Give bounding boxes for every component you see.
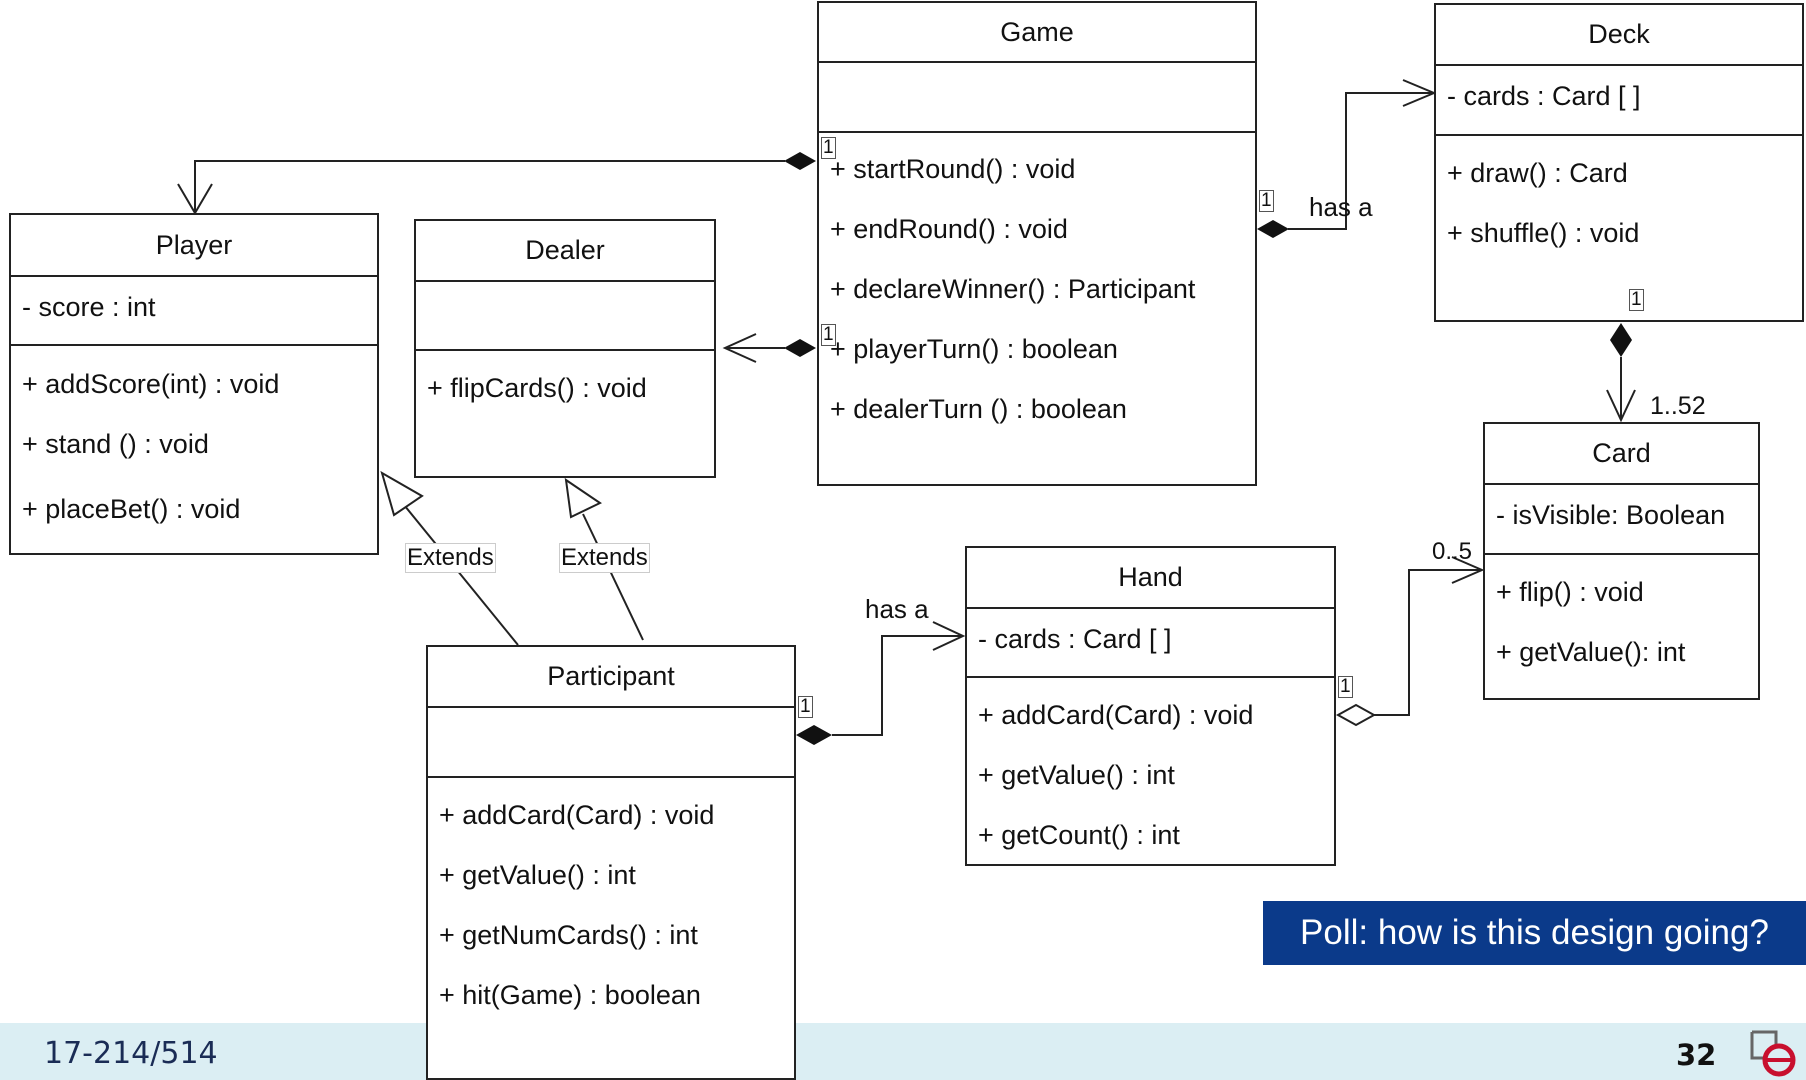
class-dealer-attributes	[416, 282, 714, 351]
course-number: 17-214/514	[44, 1036, 218, 1071]
method: + addCard(Card) : void	[978, 700, 1254, 730]
class-deck-name: Deck	[1436, 5, 1802, 66]
triangle-extends-dealer	[564, 477, 602, 519]
method: + getNumCards() : int	[439, 920, 698, 950]
attribute: - score : int	[22, 292, 156, 322]
class-deck-attributes: - cards : Card [ ]	[1436, 66, 1802, 136]
class-player-attributes: - score : int	[11, 277, 377, 346]
triangle-extends-player	[380, 470, 424, 517]
class-game-attributes	[819, 63, 1255, 133]
method: + getValue() : int	[439, 860, 636, 890]
poll-callout: Poll: how is this design going?	[1263, 901, 1806, 965]
diamond-game-player	[784, 152, 816, 170]
class-game-name: Game	[819, 3, 1255, 63]
label-extends-dealer: Extends	[559, 543, 650, 573]
cmu-logo-icon	[1750, 1030, 1796, 1077]
class-card-methods: + flip() : void + getValue(): int	[1485, 555, 1758, 698]
class-player-methods: + addScore(int) : void + stand () : void…	[11, 346, 377, 553]
method: + flip() : void	[1496, 577, 1644, 607]
label-game-has-a-deck: has a	[1309, 192, 1373, 222]
hand-card-aggregation	[1374, 569, 1482, 716]
method: + draw() : Card	[1447, 158, 1628, 188]
method: + flipCards() : void	[427, 373, 647, 403]
class-hand[interactable]: Hand - cards : Card [ ] + addCard(Card) …	[965, 546, 1336, 866]
attribute: - cards : Card [ ]	[1447, 81, 1641, 111]
diamond-participant-hand	[796, 725, 832, 745]
class-player-name: Player	[11, 215, 377, 277]
class-hand-attributes: - cards : Card [ ]	[967, 609, 1334, 678]
class-card-name: Card	[1485, 424, 1758, 485]
class-participant-methods: + addCard(Card) : void + getValue() : in…	[428, 778, 794, 1078]
class-game-methods: + startRound() : void + endRound() : voi…	[819, 133, 1255, 484]
class-hand-name: Hand	[967, 548, 1334, 609]
method: + playerTurn() : boolean	[830, 334, 1118, 364]
method: + declareWinner() : Participant	[830, 274, 1196, 304]
class-dealer-name: Dealer	[416, 221, 714, 282]
class-player[interactable]: Player - score : int + addScore(int) : v…	[9, 213, 379, 555]
method: + getValue() : int	[978, 760, 1175, 790]
participant-hand-association	[832, 635, 963, 736]
label-extends-player: Extends	[405, 543, 496, 573]
page-number: 32	[1676, 1038, 1717, 1072]
arrowhead-dealer	[722, 333, 757, 363]
mult-game-dealer: 1	[821, 324, 836, 346]
diamond-game-dealer	[784, 339, 816, 357]
class-dealer[interactable]: Dealer + flipCards() : void	[414, 219, 716, 478]
method: + stand () : void	[22, 429, 209, 459]
mult-hand-card-range: 0..5	[1432, 538, 1473, 565]
method: + startRound() : void	[830, 154, 1076, 184]
attribute: - cards : Card [ ]	[978, 624, 1172, 654]
class-participant-name: Participant	[428, 647, 794, 708]
mult-participant-hand: 1	[798, 696, 813, 718]
class-dealer-methods: + flipCards() : void	[416, 351, 714, 476]
footer-band	[0, 1023, 1806, 1080]
method: + hit(Game) : boolean	[439, 980, 701, 1010]
method: + shuffle() : void	[1447, 218, 1640, 248]
mult-deck-card: 1	[1629, 289, 1644, 311]
class-deck-methods: + draw() : Card + shuffle() : void	[1436, 136, 1802, 320]
label-participant-has-a-hand: has a	[865, 594, 929, 624]
method: + dealerTurn () : boolean	[830, 394, 1127, 424]
class-participant-attributes	[428, 708, 794, 778]
arrowhead-card	[1606, 389, 1636, 423]
method: + placeBet() : void	[22, 494, 241, 524]
diamond-hand-card	[1335, 703, 1377, 727]
arrowhead-hand	[932, 621, 966, 651]
class-card[interactable]: Card - isVisible: Boolean + flip() : voi…	[1483, 422, 1760, 700]
method: + getCount() : int	[978, 820, 1180, 850]
game-deck-association	[1288, 92, 1434, 230]
class-game[interactable]: Game + startRound() : void + endRound() …	[817, 1, 1257, 486]
diamond-deck-card	[1610, 323, 1632, 357]
mult-game-player: 1	[821, 137, 836, 159]
mult-game-deck: 1	[1259, 190, 1274, 212]
attribute: - isVisible: Boolean	[1496, 500, 1726, 530]
class-card-attributes: - isVisible: Boolean	[1485, 485, 1758, 555]
participant-extends-dealer-line	[582, 513, 644, 641]
class-hand-methods: + addCard(Card) : void + getValue() : in…	[967, 678, 1334, 864]
game-player-association	[194, 160, 785, 213]
class-deck[interactable]: Deck - cards : Card [ ] + draw() : Card …	[1434, 3, 1804, 322]
diamond-game-deck	[1257, 220, 1289, 238]
mult-hand-card-one: 1	[1338, 676, 1353, 698]
method: + getValue(): int	[1496, 637, 1686, 667]
mult-card-range: 1..52	[1650, 392, 1706, 420]
class-participant[interactable]: Participant + addCard(Card) : void + get…	[426, 645, 796, 1080]
arrowhead-card-agg	[1451, 556, 1485, 584]
method: + addCard(Card) : void	[439, 800, 715, 830]
method: + addScore(int) : void	[22, 369, 280, 399]
method: + endRound() : void	[830, 214, 1068, 244]
